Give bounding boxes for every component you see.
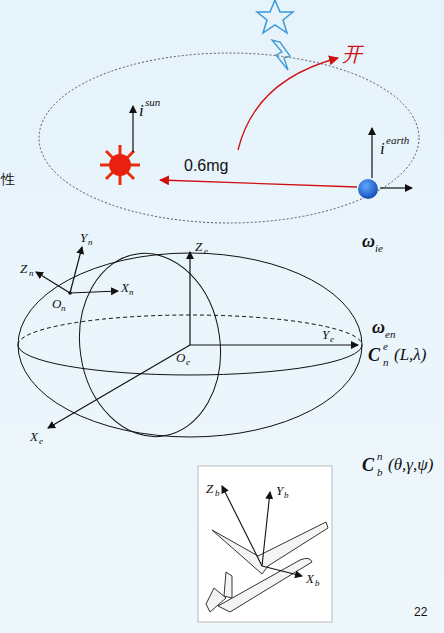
orbit xyxy=(39,53,419,223)
i-sun-axis xyxy=(132,106,133,152)
axis-label: Y xyxy=(322,328,329,341)
yb-axis xyxy=(262,492,270,566)
superscript: earth xyxy=(386,135,409,146)
earth-x-axis xyxy=(380,187,412,188)
subscript: b xyxy=(315,579,320,588)
superscript: n xyxy=(377,451,383,462)
xe-axis xyxy=(48,345,190,428)
axis-label: O xyxy=(52,297,61,310)
earth-ellipsoid xyxy=(18,244,362,446)
cut-text: 性 xyxy=(1,172,15,186)
axis-label: O xyxy=(176,351,185,364)
axis-label: Z xyxy=(195,240,202,253)
airplane-photo xyxy=(198,466,332,622)
axis-label: X xyxy=(30,430,38,443)
subscript: e xyxy=(330,335,334,344)
axis-label: Z xyxy=(20,262,27,275)
xb-axis xyxy=(262,566,302,576)
symbol: ω xyxy=(362,232,375,250)
subscript: n xyxy=(61,304,66,313)
symbol: C xyxy=(368,346,380,364)
argument: (L,λ) xyxy=(394,346,426,363)
ye-axis xyxy=(190,344,358,345)
axis-label: X xyxy=(306,572,314,585)
argument: (θ,γ,ψ) xyxy=(388,456,433,473)
subscript: e xyxy=(186,358,190,367)
symbol: C xyxy=(362,456,374,474)
subscript: n xyxy=(129,288,134,297)
subscript: e xyxy=(39,437,43,446)
subscript: b xyxy=(377,467,383,478)
ze-axis xyxy=(189,252,190,345)
subscript: en xyxy=(385,329,395,340)
subscript: n xyxy=(88,238,93,247)
axis-label: Y xyxy=(276,484,283,497)
force-arrow xyxy=(160,180,357,187)
subscript: e xyxy=(204,247,208,256)
symbol: i xyxy=(139,102,144,119)
subscript: n xyxy=(383,357,389,368)
force-label: 0.6mg xyxy=(184,158,228,174)
handwritten-leader xyxy=(238,58,338,150)
subscript: ie xyxy=(375,243,383,254)
zb-axis xyxy=(222,486,262,566)
airplane xyxy=(206,522,328,612)
page-number: 22 xyxy=(414,606,427,618)
axis-label: Z xyxy=(206,482,213,495)
symbol: i xyxy=(380,140,385,157)
earth xyxy=(358,179,378,199)
xn-axis xyxy=(70,291,118,293)
yn-axis xyxy=(70,247,82,293)
subscript: b xyxy=(215,489,220,498)
zn-axis xyxy=(36,272,70,293)
symbol: ω xyxy=(372,318,385,336)
handwritten-note: 开 xyxy=(342,44,362,64)
superscript: e xyxy=(383,341,388,352)
origin-dot xyxy=(68,291,72,295)
sun xyxy=(100,145,140,185)
subscript: b xyxy=(284,491,289,500)
axis-label: X xyxy=(121,281,129,294)
subscript: n xyxy=(29,269,34,278)
i-earth-axis xyxy=(371,128,372,178)
axis-label: Y xyxy=(80,231,87,244)
superscript: sun xyxy=(145,97,160,108)
star xyxy=(257,0,293,33)
